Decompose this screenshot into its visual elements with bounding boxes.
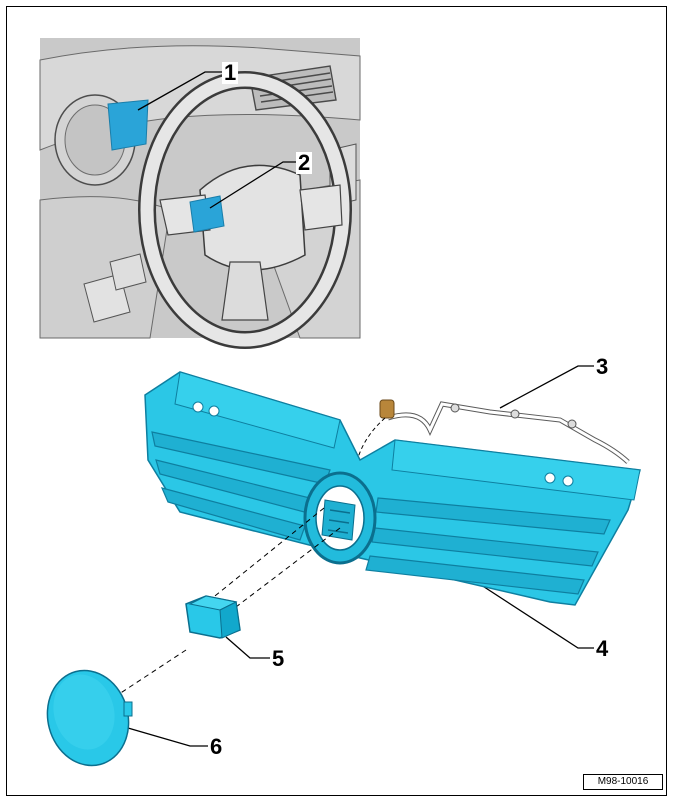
callout-5: 5 xyxy=(270,646,287,671)
airbag-hub xyxy=(199,164,306,271)
leader-6 xyxy=(127,727,208,747)
switch-highlight xyxy=(189,195,225,233)
harness-connector xyxy=(379,399,395,419)
leader-5 xyxy=(225,636,270,659)
guide-lines xyxy=(109,507,341,701)
instrument-cluster-icon xyxy=(54,94,149,186)
radiator-grille-icon xyxy=(144,371,641,606)
steering-wheel-icon xyxy=(138,71,352,349)
callout-3: 3 xyxy=(594,354,611,379)
leader-3 xyxy=(499,365,596,409)
emblem-bracket-icon xyxy=(185,595,241,639)
interior-inset xyxy=(39,38,361,349)
callout-2: 2 xyxy=(296,150,313,175)
leader-2 xyxy=(209,161,298,209)
callout-6: 6 xyxy=(208,734,225,759)
cover-cap-icon xyxy=(46,669,133,767)
leader-lines xyxy=(127,71,596,747)
leader-1 xyxy=(137,71,225,111)
callout-4: 4 xyxy=(594,636,611,661)
document-id-label: M98-10016 xyxy=(583,774,663,790)
leader-4 xyxy=(454,567,596,649)
cluster-highlight xyxy=(107,99,149,151)
figure-border xyxy=(6,6,667,796)
callout-1: 1 xyxy=(222,60,239,85)
